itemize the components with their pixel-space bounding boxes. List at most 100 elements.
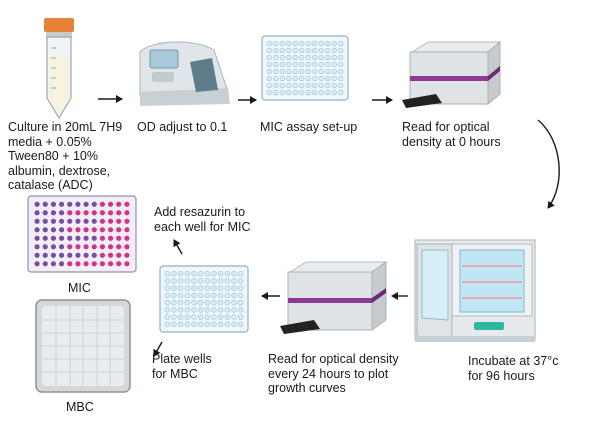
plate-well: [197, 299, 204, 306]
step-label-read-24h: Read for optical density every 24 hours …: [268, 352, 399, 395]
plate-well: [286, 40, 292, 47]
plate-well: [325, 82, 331, 89]
plate-well: [318, 54, 324, 61]
plate-well: [171, 321, 177, 328]
plate-well: [42, 201, 49, 208]
plate-well: [191, 278, 197, 284]
plate-well: [292, 61, 298, 68]
plate-well: [231, 278, 237, 284]
plate-well: [177, 299, 184, 306]
plate-well: [312, 89, 318, 96]
plate-well: [217, 278, 224, 284]
plate-well: [33, 226, 41, 233]
plate-well: [204, 321, 211, 328]
plate-well: [66, 218, 73, 225]
plate-well: [74, 218, 82, 225]
plate-well: [279, 54, 285, 61]
plate-well: [273, 54, 279, 61]
plate-well: [184, 299, 191, 306]
plate-well: [107, 218, 114, 225]
plate-well: [99, 235, 106, 242]
plate-well: [82, 235, 90, 242]
mbc-source-plate-icon: [159, 265, 249, 333]
plate-well: [115, 226, 122, 233]
plate-well: [115, 201, 122, 208]
plate-well: [231, 314, 237, 320]
plate-well: [42, 209, 49, 216]
plate-well: [286, 75, 292, 82]
plate-well: [312, 82, 318, 89]
plate-well: [50, 226, 57, 233]
plate-well: [286, 68, 292, 75]
plate-well: [191, 321, 197, 328]
plate-well: [204, 292, 211, 299]
plate-well: [66, 243, 73, 250]
plate-well: [237, 321, 244, 328]
plate-well: [115, 252, 122, 259]
plate-well: [123, 243, 131, 250]
plate-well: [338, 82, 344, 89]
plate-reader-icon: [280, 261, 388, 334]
plate-well: [107, 252, 114, 259]
plate-well: [184, 321, 191, 328]
plate-well: [184, 314, 191, 320]
plate-well: [318, 68, 324, 75]
plate-well: [171, 299, 177, 306]
plate-well: [305, 89, 311, 96]
step-label-mic-setup: MIC assay set-up: [260, 120, 358, 134]
plate-well: [107, 201, 114, 208]
plate-well: [164, 299, 171, 306]
plate-well: [91, 260, 98, 267]
plate-well: [50, 209, 57, 216]
plate-well: [231, 321, 237, 328]
plate-well: [82, 252, 90, 259]
plate-well: [33, 260, 41, 267]
plate-well: [305, 47, 311, 54]
plate-well: [211, 314, 217, 320]
plate-well: [299, 47, 305, 54]
plate-well: [171, 285, 177, 291]
plate-well: [58, 252, 65, 259]
plate-well: [266, 47, 272, 54]
plate-well: [266, 40, 272, 47]
plate-well: [164, 292, 171, 299]
plate-well: [211, 285, 217, 291]
plate-well: [237, 278, 244, 284]
plate-well: [58, 209, 65, 216]
plate-well: [279, 47, 285, 54]
step-label-resazurin: Add resazurin to each well for MIC: [154, 205, 251, 234]
arrow-plate-to-resazurin: [173, 239, 183, 255]
plate-well: [42, 243, 49, 250]
plate-well: [325, 40, 331, 47]
plate-well: [74, 235, 82, 242]
plate-well: [312, 54, 318, 61]
plate-well: [197, 285, 204, 291]
plate-well: [191, 299, 197, 306]
plate-well: [50, 201, 57, 208]
plate-well: [224, 285, 231, 291]
plate-well: [82, 243, 90, 250]
plate-well: [224, 314, 231, 320]
plate-well: [66, 252, 73, 259]
plate-well: [325, 75, 331, 82]
plate-well: [231, 307, 237, 313]
plate-well: [331, 47, 337, 54]
plate-well: [305, 75, 311, 82]
plate-well: [217, 321, 224, 328]
plate-well: [171, 314, 177, 320]
plate-well: [177, 270, 184, 277]
plate-well: [331, 68, 337, 75]
plate-well: [107, 226, 114, 233]
plate-well: [115, 218, 122, 225]
plate-well: [164, 270, 171, 277]
plate-well: [74, 201, 82, 208]
plate-well: [99, 218, 106, 225]
plate-well: [299, 68, 305, 75]
plate-well: [279, 61, 285, 68]
plate-well: [115, 209, 122, 216]
plate-well: [82, 260, 90, 267]
plate-well: [299, 54, 305, 61]
plate-well: [50, 252, 57, 259]
plate-well: [123, 235, 131, 242]
